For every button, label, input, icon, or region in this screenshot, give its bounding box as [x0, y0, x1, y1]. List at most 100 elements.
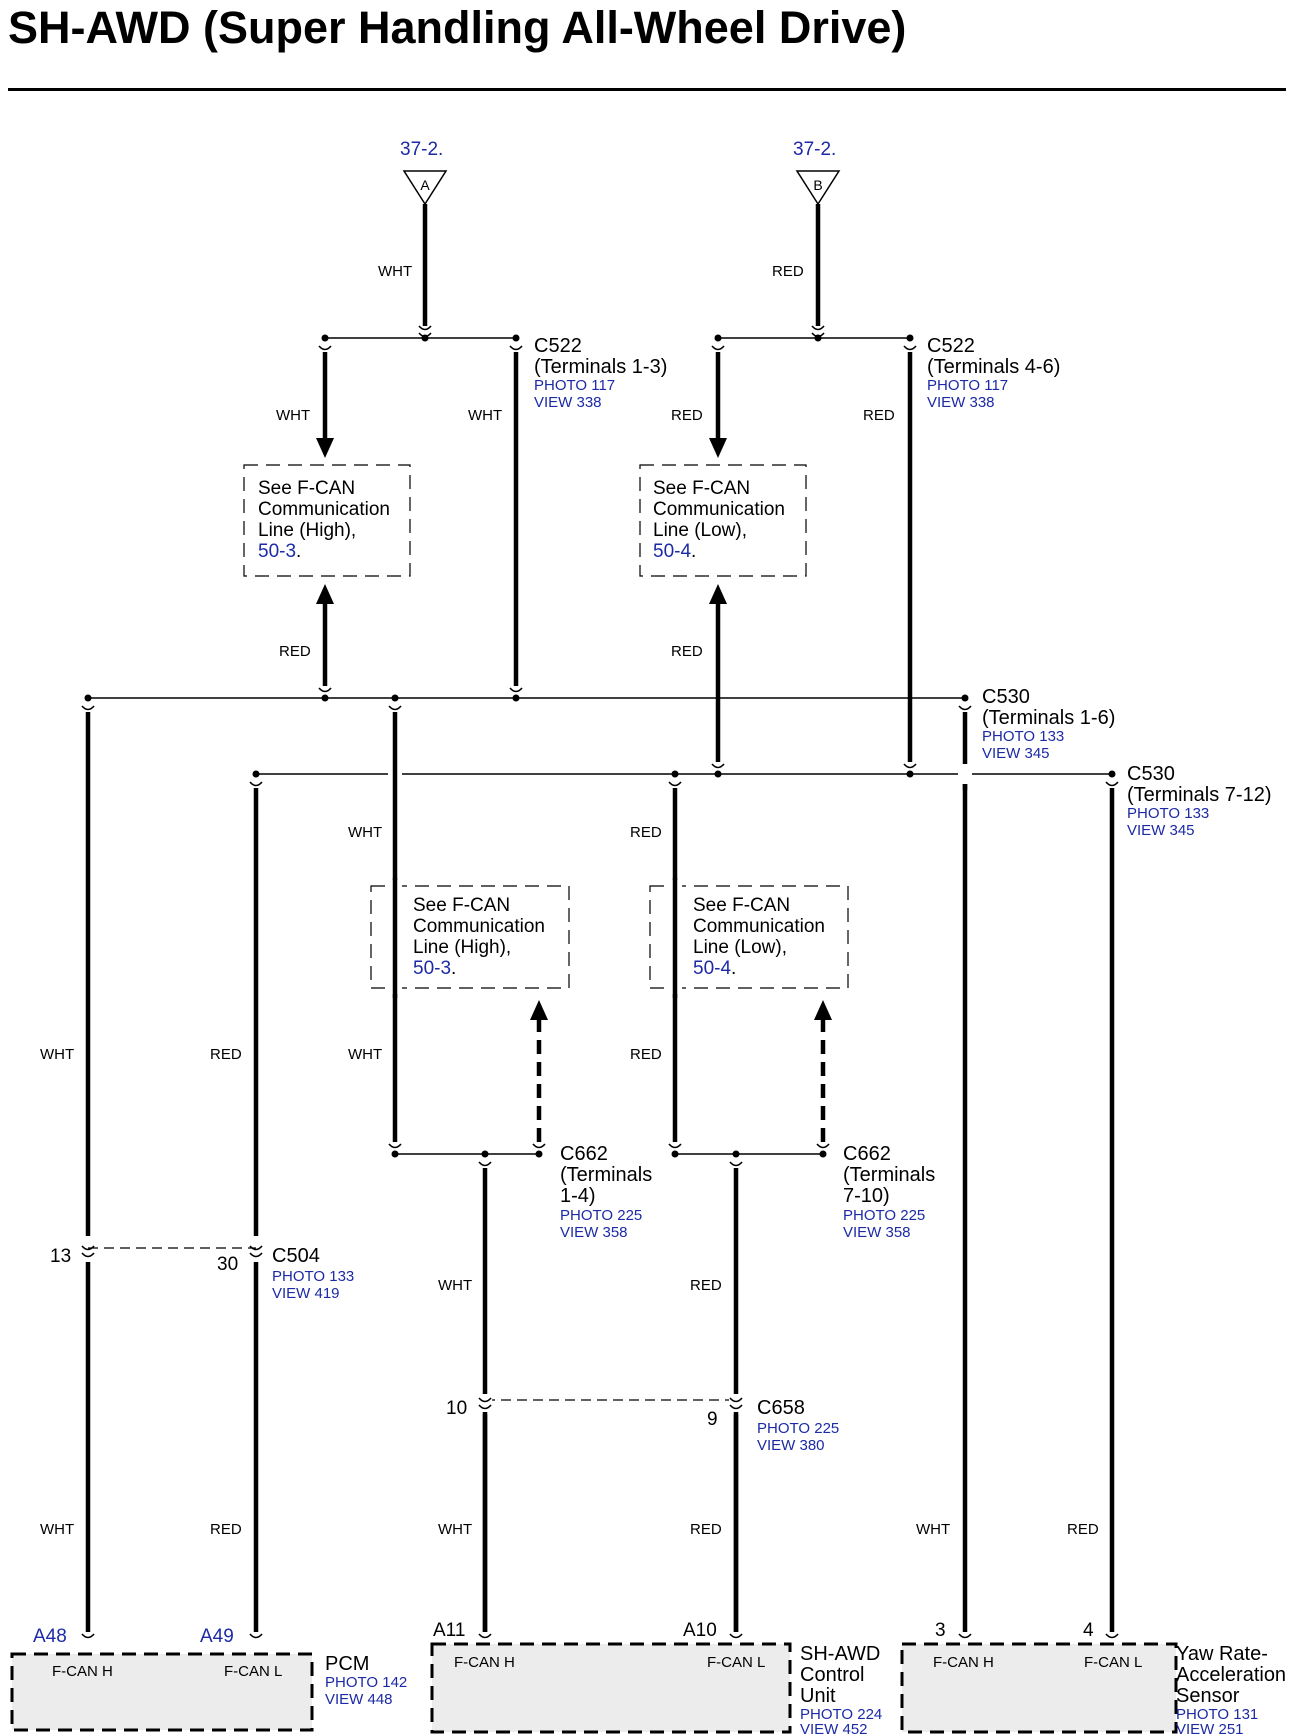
- arrow-up-icon: [530, 1000, 548, 1020]
- c658-view-link[interactable]: VIEW 380: [757, 1437, 825, 1454]
- see-box-2-ref-link[interactable]: 50-4: [653, 541, 691, 562]
- pcm-box: [10, 1652, 314, 1732]
- see-box-4-ref-link[interactable]: 50-4: [693, 958, 731, 979]
- c504-pin: 30: [217, 1254, 238, 1275]
- svg-text:Communication: Communication: [258, 499, 390, 520]
- c662b-photo-link[interactable]: PHOTO 225: [843, 1207, 925, 1224]
- pcm-photo-link[interactable]: PHOTO 142: [325, 1674, 407, 1691]
- c530b-view-link[interactable]: VIEW 345: [1127, 822, 1195, 839]
- see-box-1-text: See F-CAN Communication Line (High), 50-…: [258, 478, 390, 562]
- c504-photo-link[interactable]: PHOTO 133: [272, 1268, 354, 1285]
- shawd-name: SH-AWD: [800, 1643, 880, 1665]
- see-box-4-text: See F-CAN Communication Line (Low), 50-4…: [693, 895, 825, 979]
- wire-label: WHT: [40, 1046, 74, 1063]
- c522a-view-link[interactable]: VIEW 338: [534, 394, 602, 411]
- arrow-down-icon: [709, 438, 727, 458]
- wire-label: RED: [210, 1046, 242, 1063]
- svg-text:See F-CAN: See F-CAN: [693, 895, 790, 916]
- svg-text:See F-CAN: See F-CAN: [258, 478, 355, 499]
- pcm-pin-h: A48: [33, 1626, 67, 1647]
- yaw-pin-h: 3: [935, 1620, 946, 1641]
- c522b-terminals: (Terminals 4-6): [927, 356, 1060, 378]
- c522a-terminals: (Terminals 1-3): [534, 356, 667, 378]
- wire-label: RED: [1067, 1521, 1099, 1538]
- c530b-label: C530 (Terminals 7-12) PHOTO 133 VIEW 345: [1127, 763, 1271, 839]
- yaw-label-l: F-CAN L: [1084, 1654, 1142, 1671]
- pcm-label-h: F-CAN H: [52, 1663, 113, 1680]
- see-box-1-ref-link[interactable]: 50-3: [258, 541, 296, 562]
- arrow-up-icon: [709, 584, 727, 604]
- shawd-label-l: F-CAN L: [707, 1654, 765, 1671]
- c522a-photo-link[interactable]: PHOTO 117: [534, 377, 615, 394]
- wire-label: RED: [671, 407, 703, 424]
- yaw-name: Yaw Rate-: [1176, 1643, 1268, 1665]
- shawd-view-link[interactable]: VIEW 452: [800, 1721, 868, 1734]
- ref-a-page-link[interactable]: 37-2.: [400, 139, 443, 160]
- wire-label: WHT: [276, 407, 310, 424]
- wire-label: RED: [863, 407, 895, 424]
- wire-label: RED: [690, 1521, 722, 1538]
- c662b-view-link[interactable]: VIEW 358: [843, 1224, 911, 1241]
- c530a-terminals: (Terminals 1-6): [982, 707, 1115, 729]
- shawd-pin-l: A10: [683, 1620, 717, 1641]
- pcm-pin-l: A49: [200, 1626, 234, 1647]
- c530b-terminals: (Terminals 7-12): [1127, 784, 1271, 806]
- see-box-3-text: See F-CAN Communication Line (High), 50-…: [413, 895, 545, 979]
- svg-text:Communication: Communication: [693, 916, 825, 937]
- c662b-terminals-range: 7-10): [843, 1185, 890, 1207]
- c504-view-link[interactable]: VIEW 419: [272, 1285, 340, 1302]
- c530b-name: C530: [1127, 763, 1175, 785]
- ref-b-group: 37-2. B: [793, 139, 841, 206]
- svg-text:Line (Low),: Line (Low),: [693, 937, 787, 958]
- pcm-name: PCM: [325, 1653, 369, 1675]
- arrow-up-icon: [316, 584, 334, 604]
- page-title: SH-AWD (Super Handling All-Wheel Drive): [8, 2, 907, 53]
- c662b-terminals: (Terminals: [843, 1164, 935, 1186]
- yaw-photo-link[interactable]: PHOTO 131: [1176, 1706, 1258, 1723]
- ref-b-page-link[interactable]: 37-2.: [793, 139, 836, 160]
- wire-label: WHT: [40, 1521, 74, 1538]
- c522b-label: C522 (Terminals 4-6) PHOTO 117 VIEW 338: [927, 335, 1060, 411]
- c522a-label: C522 (Terminals 1-3) PHOTO 117 VIEW 338: [534, 335, 667, 411]
- yaw-pin-l: 4: [1083, 1620, 1094, 1641]
- ref-b-letter: B: [813, 177, 822, 193]
- shawd-photo-link[interactable]: PHOTO 224: [800, 1706, 882, 1723]
- ref-a-letter: A: [420, 177, 430, 193]
- yaw-label-h: F-CAN H: [933, 1654, 994, 1671]
- wire-label: RED: [671, 643, 703, 660]
- wire-color-labels: WHT RED WHT WHT RED RED RED RED WHT RED …: [40, 263, 1099, 1538]
- ref-a-group: 37-2. A: [400, 139, 448, 206]
- svg-text:Communication: Communication: [653, 499, 785, 520]
- c662a-photo-link[interactable]: PHOTO 225: [560, 1207, 642, 1224]
- shawd-label-h: F-CAN H: [454, 1654, 515, 1671]
- c530b-photo-link[interactable]: PHOTO 133: [1127, 805, 1209, 822]
- see-box-2-text: See F-CAN Communication Line (Low), 50-4…: [653, 478, 785, 562]
- shawd-name-3: Unit: [800, 1685, 836, 1707]
- c530a-photo-link[interactable]: PHOTO 133: [982, 728, 1064, 745]
- c504-name: C504: [272, 1245, 320, 1267]
- wire-label: RED: [630, 1046, 662, 1063]
- c662a-name: C662: [560, 1143, 608, 1165]
- c662a-terminals: (Terminals: [560, 1164, 652, 1186]
- c522a-name: C522: [534, 335, 582, 357]
- c658-name: C658: [757, 1397, 805, 1419]
- see-box-3-ref-link[interactable]: 50-3: [413, 958, 451, 979]
- yaw-name-2: Acceleration: [1176, 1664, 1286, 1686]
- arrow-up-icon: [814, 1000, 832, 1020]
- c662b-name: C662: [843, 1143, 891, 1165]
- c522b-view-link[interactable]: VIEW 338: [927, 394, 995, 411]
- wire-label: RED: [630, 824, 662, 841]
- see-box-3: [370, 885, 570, 989]
- ref-b-triangle-icon: [795, 170, 841, 206]
- c658-photo-link[interactable]: PHOTO 225: [757, 1420, 839, 1437]
- c662a-view-link[interactable]: VIEW 358: [560, 1224, 628, 1241]
- yaw-name-3: Sensor: [1176, 1685, 1240, 1707]
- c530a-view-link[interactable]: VIEW 345: [982, 745, 1050, 762]
- yaw-view-link[interactable]: VIEW 251: [1176, 1721, 1244, 1734]
- pcm-view-link[interactable]: VIEW 448: [325, 1691, 393, 1708]
- see-box-1: [243, 464, 411, 577]
- c522b-photo-link[interactable]: PHOTO 117: [927, 377, 1008, 394]
- wire-label: RED: [210, 1521, 242, 1538]
- wire-label: WHT: [438, 1521, 472, 1538]
- svg-text:Line (Low),: Line (Low),: [653, 520, 747, 541]
